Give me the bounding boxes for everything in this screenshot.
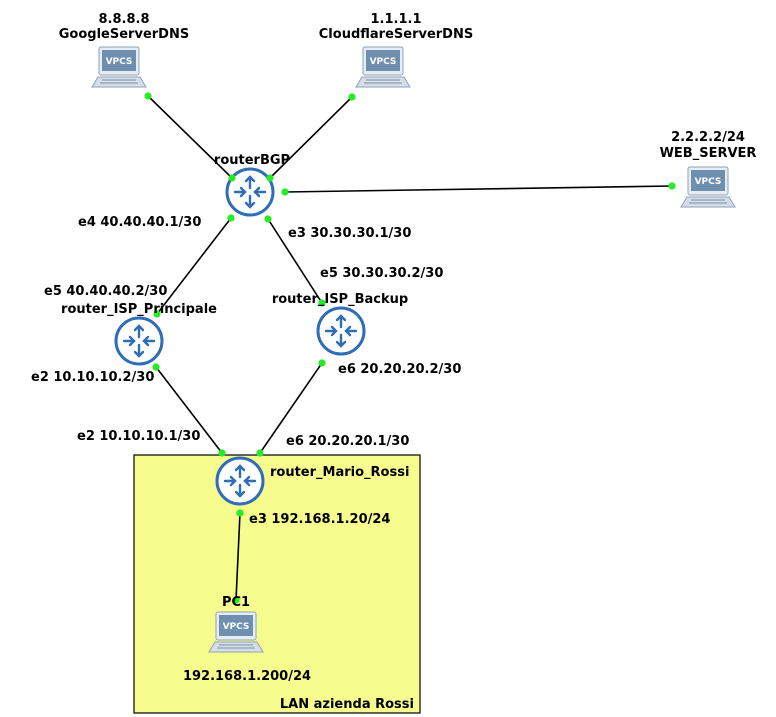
- link-isp-backup-mario: [259, 362, 323, 454]
- vpcs-label: VPCS: [370, 57, 397, 67]
- port-dots: [144, 92, 676, 604]
- port-dot: [153, 310, 161, 318]
- pc1[interactable]: VPCS: [208, 611, 264, 653]
- link-isp-principale-mario: [155, 366, 223, 454]
- port-dot: [152, 363, 160, 371]
- vpcs-label: VPCS: [223, 622, 250, 632]
- port-dot: [218, 449, 226, 457]
- router-isp-backup-label: router_ISP_Backup: [272, 292, 408, 307]
- google-ip-label: 8.8.8.8: [99, 12, 150, 27]
- pc1-name-label: PC1: [222, 595, 250, 610]
- cloudflare-name-label: CloudflareServerDNS: [319, 27, 473, 42]
- cloudflare-ip-label: 1.1.1.1: [371, 12, 422, 27]
- google-name-label: GoogleServerDNS: [59, 27, 189, 42]
- port-dot: [668, 182, 676, 190]
- router-isp-backup[interactable]: [316, 306, 366, 356]
- router-mario-rossi[interactable]: [215, 456, 265, 506]
- google-dns-pc[interactable]: VPCS: [91, 46, 147, 88]
- iface-mario-e3: e3 192.168.1.20/24: [249, 512, 390, 527]
- port-dot: [227, 214, 235, 222]
- port-dot: [228, 174, 236, 182]
- port-dot: [144, 92, 152, 100]
- port-dot: [236, 509, 244, 517]
- iface-bgp-e4: e4 40.40.40.1/30: [78, 215, 201, 230]
- router-icon: [316, 306, 366, 356]
- iface-isp-p-e5: e5 40.40.40.2/30: [44, 284, 167, 299]
- port-dot: [281, 188, 289, 196]
- router-bgp-label: routerBGP: [214, 153, 290, 168]
- router-isp-principale[interactable]: [114, 316, 164, 366]
- cloudflare-dns-pc[interactable]: VPCS: [355, 46, 411, 88]
- port-dot: [256, 449, 264, 457]
- pc1-ip-label: 192.168.1.200/24: [183, 669, 311, 684]
- iface-isp-b-e5: e5 30.30.30.2/30: [320, 266, 443, 281]
- link-google-bgp: [147, 95, 233, 179]
- pc-icon: [680, 166, 736, 208]
- pc-icon: [355, 46, 411, 88]
- iface-mario-e6: e6 20.20.20.1/30: [286, 434, 409, 449]
- port-dot: [348, 93, 356, 101]
- router-mario-rossi-label: router_Mario_Rossi: [270, 465, 409, 480]
- pc-icon: [208, 611, 264, 653]
- link-bgp-isp-backup: [267, 218, 323, 304]
- web-server-pc[interactable]: VPCS: [680, 166, 736, 208]
- router-icon: [215, 456, 265, 506]
- lan-area: [133, 454, 421, 714]
- port-dot: [232, 596, 240, 604]
- port-dot: [266, 174, 274, 182]
- link-cloudflare-bgp: [269, 96, 353, 179]
- pc-icon: [91, 46, 147, 88]
- web-ip-label: 2.2.2.2/24: [671, 130, 745, 145]
- iface-isp-p-e2: e2 10.10.10.2/30: [31, 370, 154, 385]
- vpcs-label: VPCS: [695, 177, 722, 187]
- port-dot: [318, 299, 326, 307]
- port-dot: [318, 359, 326, 367]
- lan-label: LAN azienda Rossi: [280, 697, 414, 712]
- router-isp-principale-label: router_ISP_Principale: [61, 302, 217, 317]
- iface-isp-b-e6: e6 20.20.20.2/30: [338, 362, 461, 377]
- web-name-label: WEB_SERVER: [660, 146, 757, 161]
- iface-bgp-e3: e3 30.30.30.1/30: [288, 226, 411, 241]
- link-bgp-web: [284, 185, 673, 193]
- port-dot: [264, 215, 272, 223]
- iface-mario-e2: e2 10.10.10.1/30: [77, 429, 200, 444]
- vpcs-label: VPCS: [106, 57, 133, 67]
- router-icon: [114, 316, 164, 366]
- link-bgp-isp-principale: [156, 217, 232, 315]
- link-mario-pc1: [235, 512, 241, 601]
